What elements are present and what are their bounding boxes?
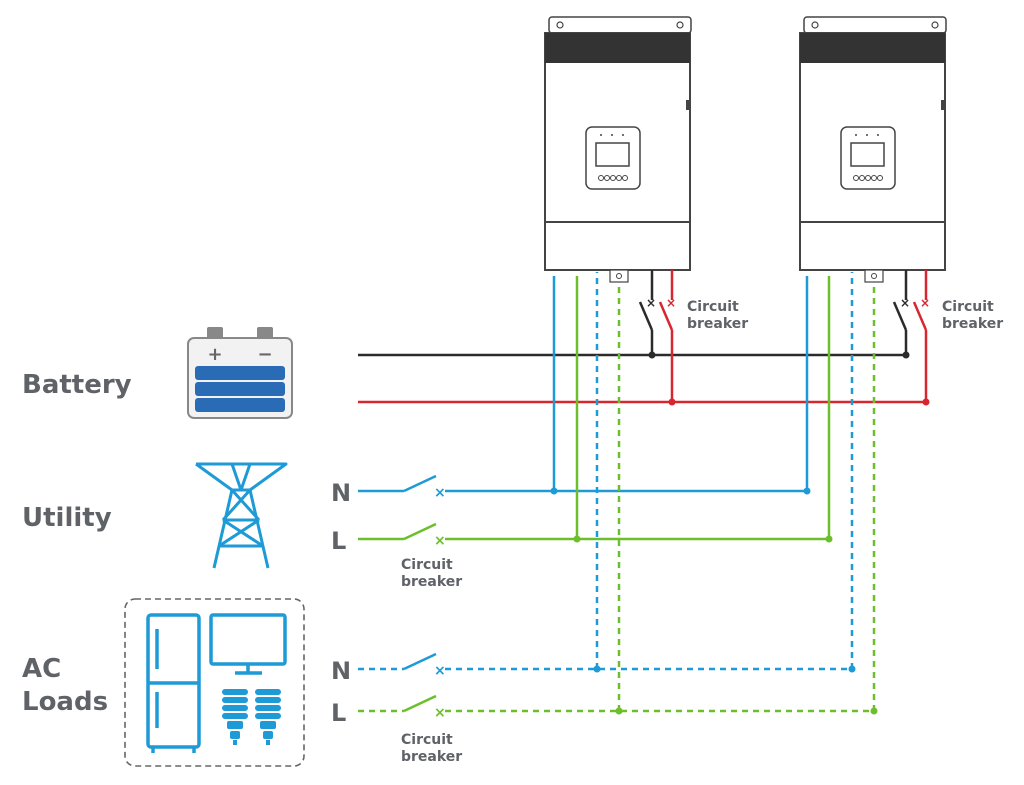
cb-inverter2-label-2: breaker <box>942 316 1003 332</box>
cb-inverter1-label-1: Circuit <box>687 299 739 315</box>
cb-load-label-2: breaker <box>401 749 462 765</box>
load-l-label: L <box>331 699 346 727</box>
svg-text:×: × <box>434 533 446 549</box>
battery-negative-bus: × × <box>358 270 910 359</box>
inverter-2 <box>799 16 947 283</box>
battery-label: Battery <box>22 370 132 400</box>
battery-minus-label: − <box>257 344 272 365</box>
svg-text:×: × <box>434 705 446 721</box>
svg-text:×: × <box>434 663 446 679</box>
load-neutral-line: × <box>358 272 856 679</box>
svg-text:×: × <box>666 296 676 310</box>
svg-text:×: × <box>900 296 910 310</box>
utility-neutral-line: × <box>358 276 811 501</box>
ac-loads-label-line1: AC <box>22 654 61 684</box>
refrigerator-icon <box>146 613 201 753</box>
inverter-1 <box>544 16 692 283</box>
load-n-label: N <box>331 657 351 685</box>
battery-plus-label: + <box>207 344 222 365</box>
cb-inverter2-label-1: Circuit <box>942 299 994 315</box>
load-live-line: × <box>358 282 878 721</box>
battery-positive-bus: × × <box>358 270 930 406</box>
cb-utility-label-1: Circuit <box>401 557 453 573</box>
light-bulb-icon <box>222 689 248 745</box>
svg-text:×: × <box>434 485 446 501</box>
utility-n-label: N <box>331 479 351 507</box>
cb-inverter1-label-2: breaker <box>687 316 748 332</box>
ac-loads-label-line2: Loads <box>22 687 108 717</box>
utility-l-label: L <box>331 527 346 555</box>
utility-label: Utility <box>22 503 112 533</box>
utility-live-line: × <box>358 276 833 549</box>
monitor-icon <box>209 613 287 675</box>
cb-utility-label-2: breaker <box>401 574 462 590</box>
cb-load-label-1: Circuit <box>401 732 453 748</box>
ac-loads-box <box>124 598 305 767</box>
transmission-tower-icon <box>195 462 288 569</box>
battery-icon: + − <box>187 327 293 419</box>
light-bulb-icon <box>255 689 281 745</box>
svg-text:×: × <box>920 296 930 310</box>
svg-text:×: × <box>646 296 656 310</box>
